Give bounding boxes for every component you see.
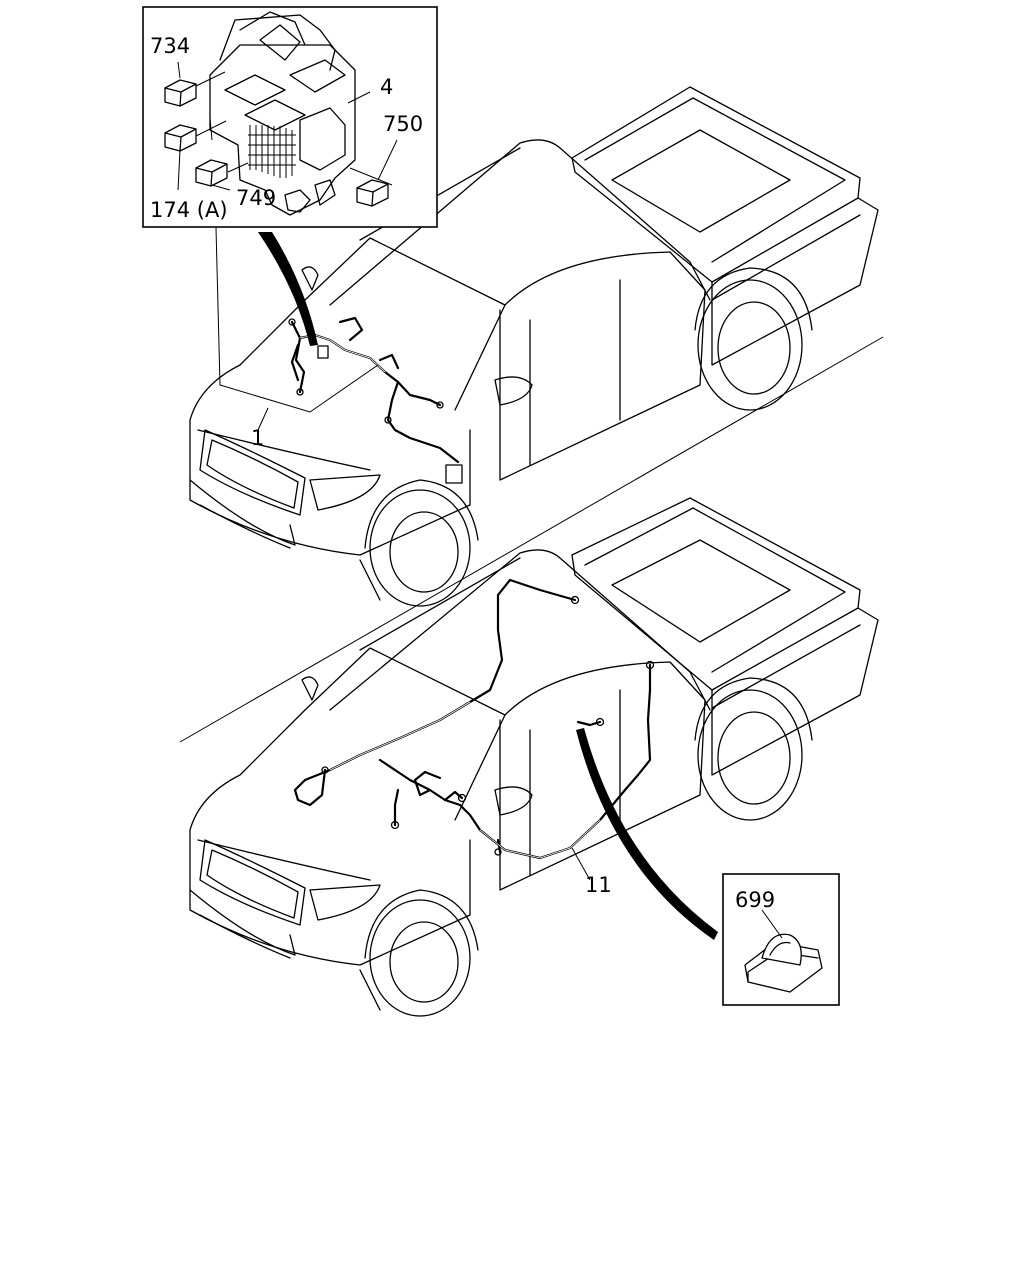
clip-pointer-arrow bbox=[576, 728, 718, 940]
callout-734: 734 bbox=[150, 34, 190, 58]
leader-11 bbox=[571, 847, 591, 881]
inset-leaders bbox=[177, 61, 398, 191]
callout-1: 1 bbox=[251, 426, 264, 450]
callout-699: 699 bbox=[735, 888, 775, 912]
lower-truck-outline bbox=[189, 497, 879, 1017]
engine-room-harness bbox=[288, 316, 463, 484]
relay-fuse-box-icon bbox=[209, 11, 356, 216]
body-harness bbox=[293, 578, 655, 860]
callout-174a: 174 (A) bbox=[150, 198, 228, 222]
leader-1 bbox=[257, 407, 269, 431]
callout-11: 11 bbox=[585, 873, 612, 897]
callout-4: 4 bbox=[380, 75, 393, 99]
relay-icon bbox=[164, 79, 389, 207]
inset-pointer-arrow bbox=[258, 232, 318, 346]
callout-750: 750 bbox=[383, 112, 423, 136]
harness-clip-icon bbox=[744, 909, 823, 993]
divider-line bbox=[179, 336, 884, 743]
inset-guide bbox=[215, 227, 379, 413]
callout-749: 749 bbox=[236, 186, 276, 210]
upper-truck-outline bbox=[189, 86, 879, 607]
